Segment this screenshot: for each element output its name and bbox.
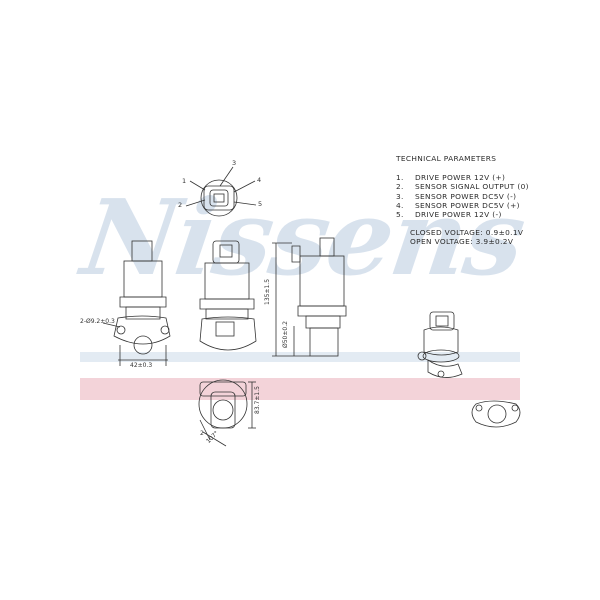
closed-voltage: CLOSED VOLTAGE: 0.9±0.1V [410,228,524,238]
parameter-row: 5.DRIVE POWER 12V (-) [396,210,502,220]
pin-5-label: 5 [258,200,263,208]
gasket [471,400,521,428]
bottom-view [198,379,256,447]
connector-face [185,166,257,217]
isometric-view [417,311,463,378]
parameters-title: TECHNICAL PARAMETERS [396,154,497,163]
holes-dimension: 2-Ø9.2±0.3 [80,318,115,325]
open-voltage: OPEN VOLTAGE: 3.9±0.2V [410,237,514,247]
technical-parameters: TECHNICAL PARAMETERS 1.DRIVE POWER 12V (… [396,154,529,247]
front-view [102,240,171,366]
side-tag: 2 [200,430,204,437]
height-dimension: 135±1.5 [264,278,271,305]
depth-dimension: 83.7±1.5 [254,386,261,414]
pin-3-label: 3 [232,159,237,167]
hole-spacing-dimension: 42±0.3 [130,362,153,369]
parameter-row: 4.SENSOR POWER DC5V (+) [396,200,520,210]
blue-band [80,352,520,362]
pin-1-label: 1 [182,177,187,185]
parameter-row: 1.DRIVE POWER 12V (+) [396,173,506,183]
diameter-dimension: Ø50±0.2 [282,321,289,348]
parameter-row: 2.SENSOR SIGNAL OUTPUT (0) [396,182,529,192]
parameter-row: 3.SENSOR POWER DC5V (-) [396,191,517,201]
profile-view [272,237,347,357]
pin-4-label: 4 [257,176,262,184]
pink-band [80,378,520,400]
pin-2-label: 2 [178,201,183,209]
side-view [199,240,257,351]
